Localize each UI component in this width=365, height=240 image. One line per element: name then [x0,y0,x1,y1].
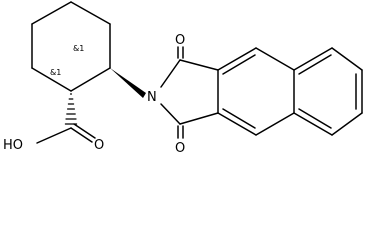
aromatic-bond [293,47,333,71]
structure-diagram: HO O &1 &1 N O O [3,1,363,156]
c-oh-bond [36,127,72,144]
hydroxyl-label: HO [3,138,23,153]
c-n-bond [160,103,181,125]
aromatic-bond [255,112,295,136]
solid-wedge-bond [110,68,146,98]
c-c-bond [179,59,219,71]
ring-bond [31,67,72,92]
aromatic-bond [255,47,295,71]
molecule-drawing: HO O &1 &1 N O O [3,1,363,156]
n-c-bond [160,59,181,88]
nitrogen-label: N [147,90,157,105]
aromatic-bond [298,108,332,129]
aromatic-bond [331,47,363,71]
aromatic-bond [331,112,363,136]
ring-bond [31,1,72,25]
cyclohexane-ring [31,1,111,92]
aromatic-bond [222,54,256,75]
ring-bond [70,67,111,92]
c-o-double-bond [70,127,93,143]
carbonyl-oxygen-label: O [94,138,104,153]
ring-bond [70,1,111,25]
c-c-bond [179,112,219,125]
aromatic-bond [222,108,256,129]
aromatic-bond [298,54,332,75]
stereo-label-c2: &1 [73,44,84,53]
aromatic-bond [293,112,333,136]
aromatic-bond [217,47,257,71]
aromatic-bond [217,112,257,136]
bottom-oxygen-label: O [175,141,185,156]
c-o-double-bond [73,123,96,139]
stereo-label-c1: &1 [50,68,61,77]
naphthalene-rings [217,47,363,136]
imide-ring: N O O [147,33,219,156]
hashed-wedge-bond [64,93,78,125]
top-oxygen-label: O [175,33,185,48]
carboxylic-acid-group: HO O [3,123,104,153]
